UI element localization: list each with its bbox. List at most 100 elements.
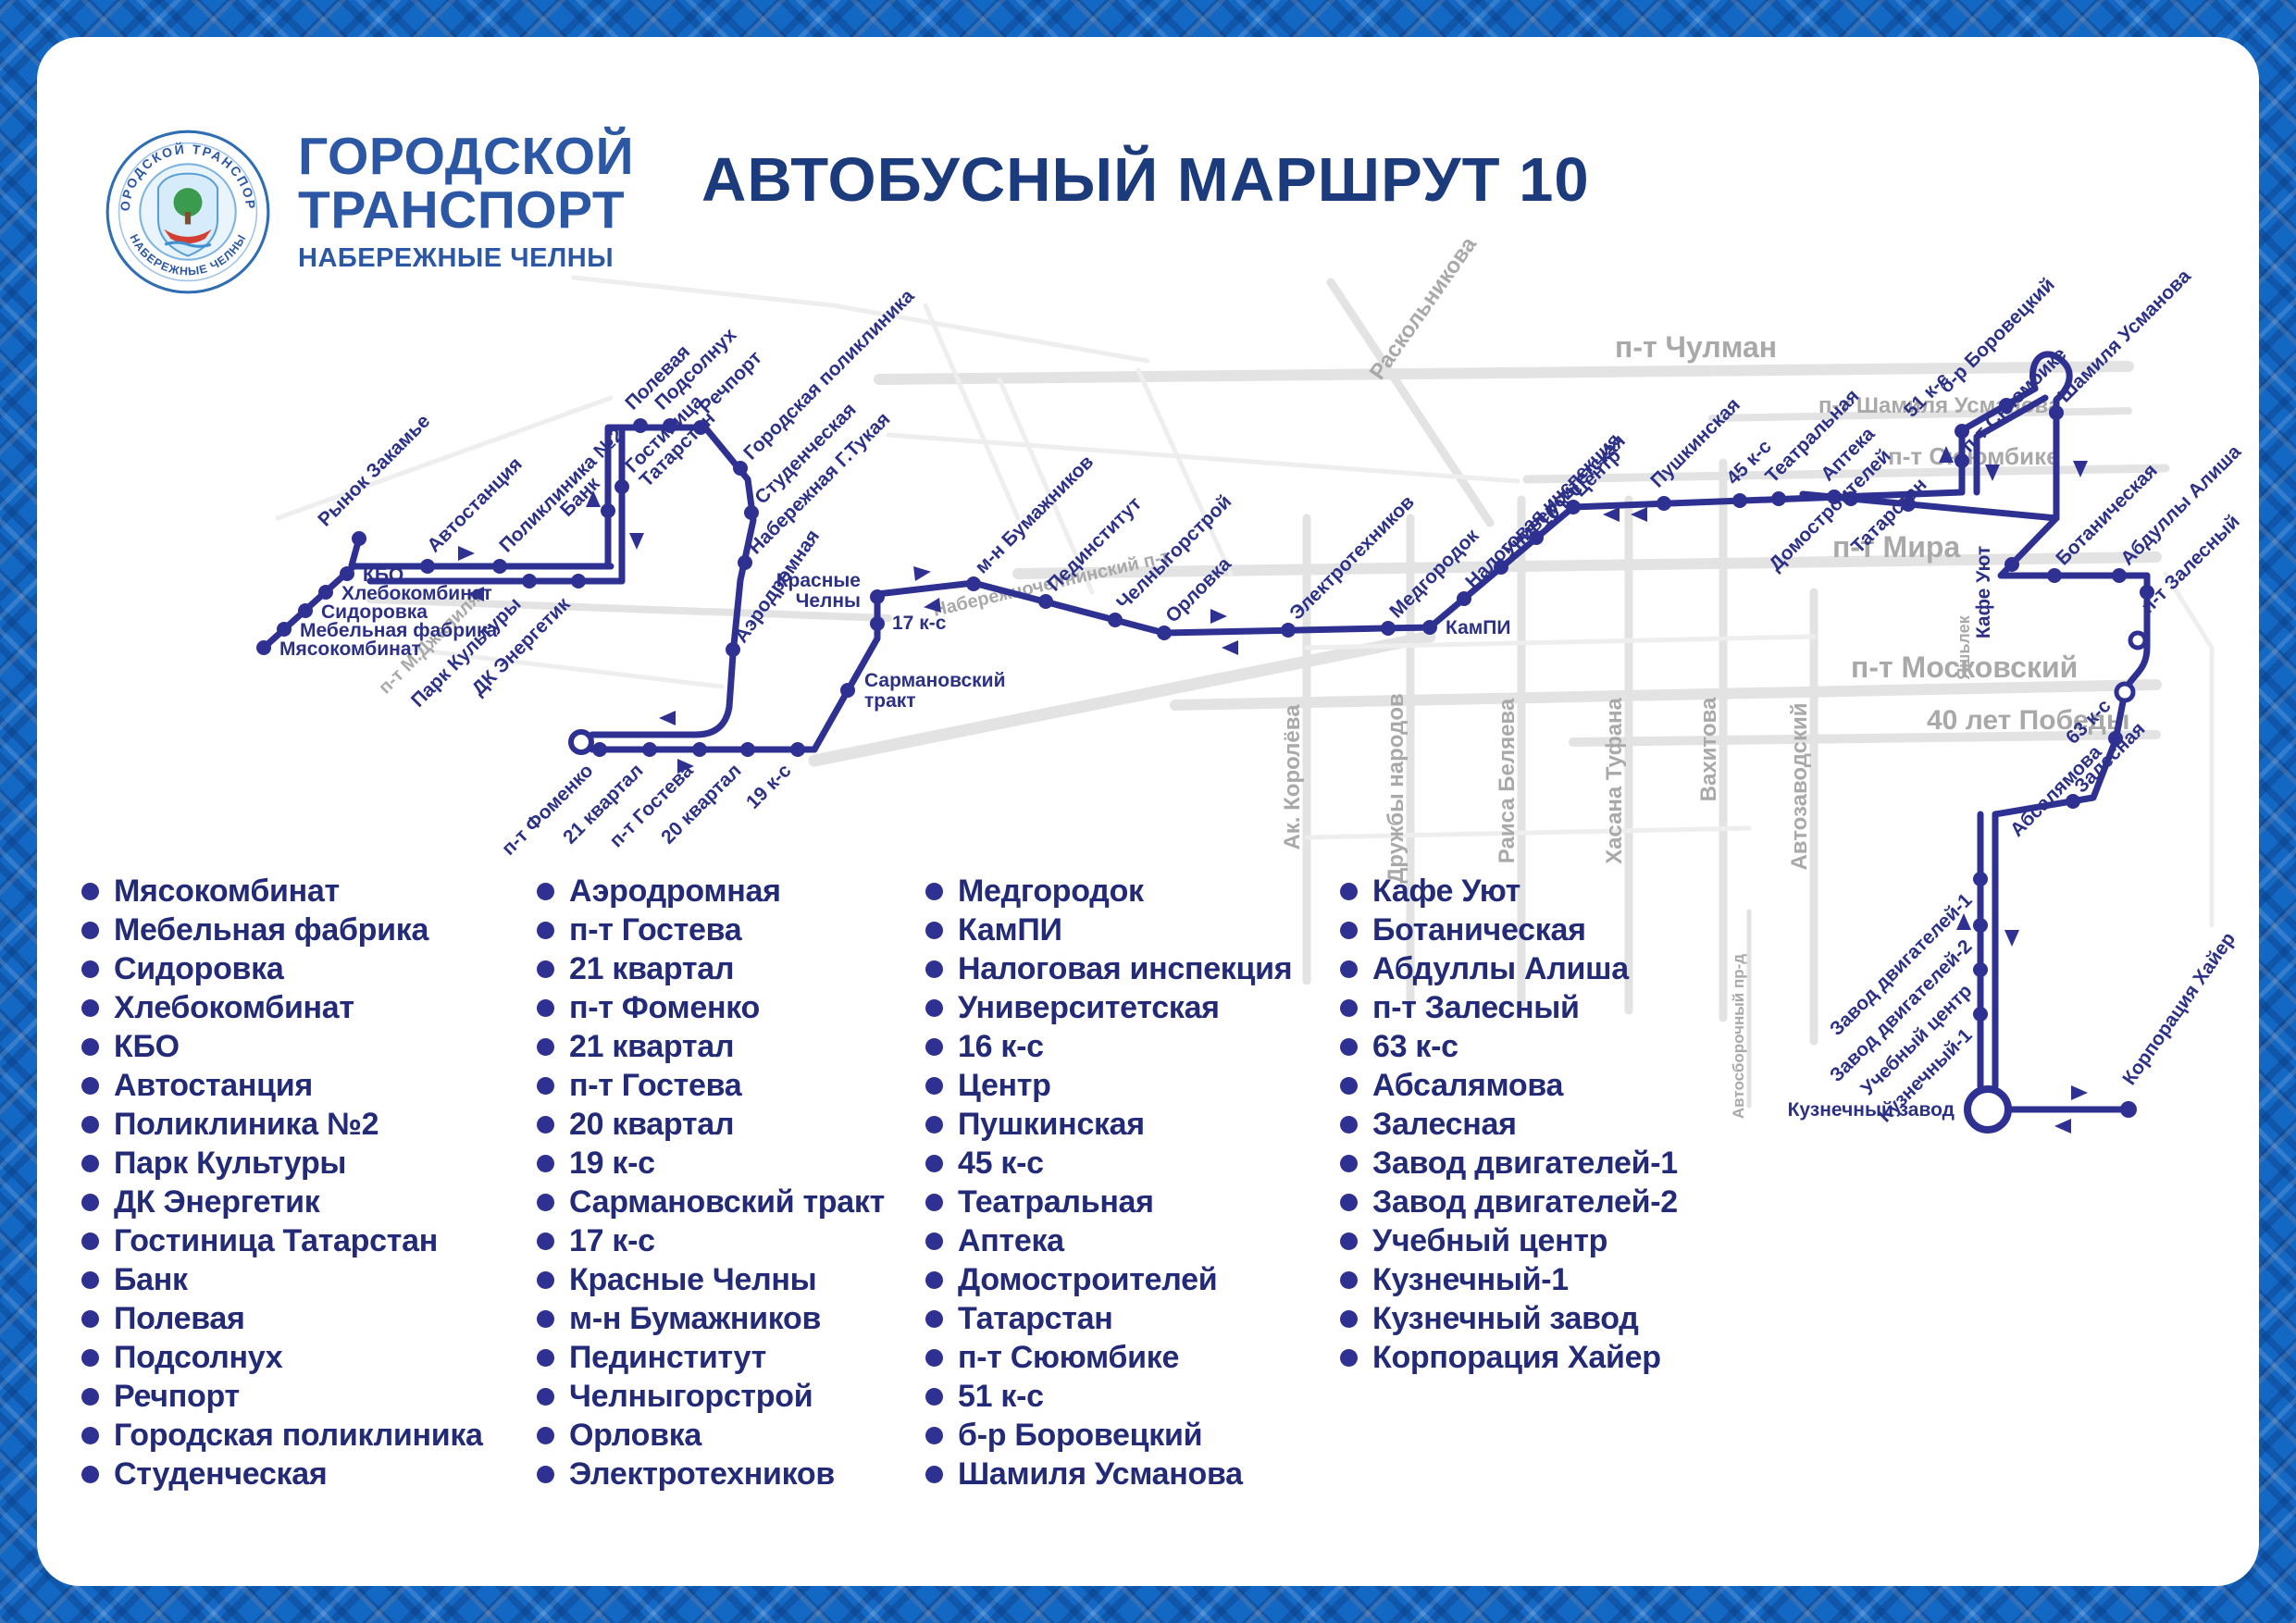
stop-bullet-icon xyxy=(537,1037,554,1056)
stop-name: Залесная xyxy=(1372,1106,1517,1142)
legend-item: Кафе Уют xyxy=(1340,872,1678,911)
legend-item: Домостроителей xyxy=(925,1260,1292,1299)
street-label: Автосборочный пр-д xyxy=(1730,954,1747,1119)
stop-bullet-icon xyxy=(537,1309,554,1328)
street-label: Вахитова xyxy=(1696,697,1721,801)
stop-bullet-icon xyxy=(1340,1232,1358,1250)
stop-bullet-icon xyxy=(81,1465,99,1483)
stop-dot-icon xyxy=(733,461,748,476)
street-label: Раскольникова xyxy=(1365,232,1483,385)
legend-item: Сармановский тракт xyxy=(537,1183,885,1221)
legend-item: Театральная xyxy=(925,1183,1292,1221)
route-line xyxy=(1570,489,1966,511)
route-line xyxy=(589,703,733,738)
legend-item: Татарстан xyxy=(925,1299,1292,1338)
stop-name: Поликлиника №2 xyxy=(114,1106,379,1142)
map-stop-label: 17 к-с xyxy=(892,613,947,634)
direction-arrow-icon xyxy=(458,546,475,561)
stop-bullet-icon xyxy=(81,1193,99,1211)
legend-item: 51 к-с xyxy=(925,1377,1292,1416)
legend-item: 16 к-с xyxy=(925,1027,1292,1066)
stop-dot-icon xyxy=(1494,560,1508,575)
stop-bullet-icon xyxy=(81,882,99,900)
direction-arrow-icon xyxy=(1210,609,1227,624)
street-line xyxy=(1136,367,1234,576)
stop-dot-icon xyxy=(693,420,708,435)
stop-dot-icon xyxy=(1955,453,1969,468)
map-stop-label: Абдуллы Алиша xyxy=(2116,440,2245,569)
stop-dot-icon xyxy=(1381,621,1396,636)
stop-dot-icon xyxy=(1157,626,1172,640)
street-line xyxy=(886,432,1520,484)
stop-dot-icon xyxy=(2049,405,2064,420)
stop-name: п-т Сююмбике xyxy=(958,1339,1180,1375)
stop-bullet-icon xyxy=(925,1193,943,1211)
legend-item: Пушкинская xyxy=(925,1105,1292,1144)
stop-ring-icon xyxy=(2114,681,2136,703)
stop-bullet-icon xyxy=(1340,1154,1358,1172)
stop-bullet-icon xyxy=(1340,1309,1358,1328)
street-line xyxy=(1304,634,1817,650)
stop-name: Сидоровка xyxy=(114,950,284,986)
stop-dot-icon xyxy=(256,640,271,655)
stop-dot-icon xyxy=(663,418,677,433)
direction-arrow-icon xyxy=(629,533,644,550)
stop-dot-icon xyxy=(601,503,615,518)
direction-arrow-icon xyxy=(586,490,601,507)
stop-dot-icon xyxy=(2140,585,2154,600)
legend-item: Кузнечный завод xyxy=(1340,1299,1678,1338)
stop-name: Студенческая xyxy=(114,1456,328,1492)
legend-item: Ботаническая xyxy=(1340,911,1678,949)
stop-dot-icon xyxy=(1973,918,1988,933)
stop-bullet-icon xyxy=(537,1232,554,1250)
legend-item: м-н Бумажников xyxy=(537,1299,885,1338)
legend-item: п-т Залесный xyxy=(1340,988,1678,1027)
street-line xyxy=(1569,730,2161,747)
stop-dot-icon xyxy=(1108,613,1123,627)
stop-name: 19 к-с xyxy=(569,1145,655,1181)
stop-name: 45 к-с xyxy=(958,1145,1044,1181)
legend-item: 45 к-с xyxy=(925,1144,1292,1183)
stop-dot-icon xyxy=(840,683,855,698)
legend-item: Челныгорстрой xyxy=(537,1377,885,1416)
legend-item: Университетская xyxy=(925,988,1292,1027)
legend-item: Медгородок xyxy=(925,872,1292,911)
street-label: п-т Чулман xyxy=(1615,330,1777,364)
stop-name: Налоговая инспекция xyxy=(958,950,1293,986)
legend-item: 21 квартал xyxy=(537,949,885,988)
street-label: Автозаводский xyxy=(1787,702,1812,870)
stop-dot-icon xyxy=(2108,731,2123,746)
legend-column-4: Кафе Уют Ботаническая Абдуллы Алиша п-т … xyxy=(1340,872,1678,1377)
stop-bullet-icon xyxy=(925,960,943,978)
stop-bullet-icon xyxy=(537,1193,554,1211)
stop-bullet-icon xyxy=(81,1076,99,1095)
direction-arrow-icon xyxy=(677,759,694,774)
stop-name: Центр xyxy=(958,1067,1051,1103)
stop-name: Банк xyxy=(114,1261,188,1297)
legend-item: 19 к-с xyxy=(537,1144,885,1183)
stop-dot-icon xyxy=(633,418,648,433)
legend-item: Шамиля Усманова xyxy=(925,1455,1292,1493)
map-stop-label: КамПИ xyxy=(1446,617,1510,638)
map-stop-label: Кузнечный завод xyxy=(1788,1099,1955,1121)
stop-bullet-icon xyxy=(925,1270,943,1289)
legend-item: Хлебокомбинат xyxy=(81,988,483,1027)
stop-name: Хлебокомбинат xyxy=(114,989,354,1025)
stop-name: Университетская xyxy=(958,989,1220,1025)
legend-item: Подсолнух xyxy=(81,1338,483,1377)
stop-bullet-icon xyxy=(1340,1037,1358,1056)
logo-wordmark: ГОРОДСКОЙ ТРАНСПОРТ НАБЕРЕЖНЫЕ ЧЕЛНЫ xyxy=(298,130,634,273)
legend-item: КамПИ xyxy=(925,911,1292,949)
stop-bullet-icon xyxy=(81,1232,99,1250)
stop-bullet-icon xyxy=(925,1154,943,1172)
stop-name: Красные Челны xyxy=(569,1261,817,1297)
stop-name: Абдуллы Алиша xyxy=(1372,950,1629,986)
stop-bullet-icon xyxy=(1340,1115,1358,1134)
stop-dot-icon xyxy=(1566,500,1581,514)
legend-item: Городская поликлиника xyxy=(81,1416,483,1455)
stop-bullet-icon xyxy=(537,1387,554,1406)
route-line xyxy=(1997,514,2151,579)
stop-name: Аэродромная xyxy=(569,873,781,909)
street-line xyxy=(571,275,1150,364)
stop-bullet-icon xyxy=(537,1115,554,1134)
